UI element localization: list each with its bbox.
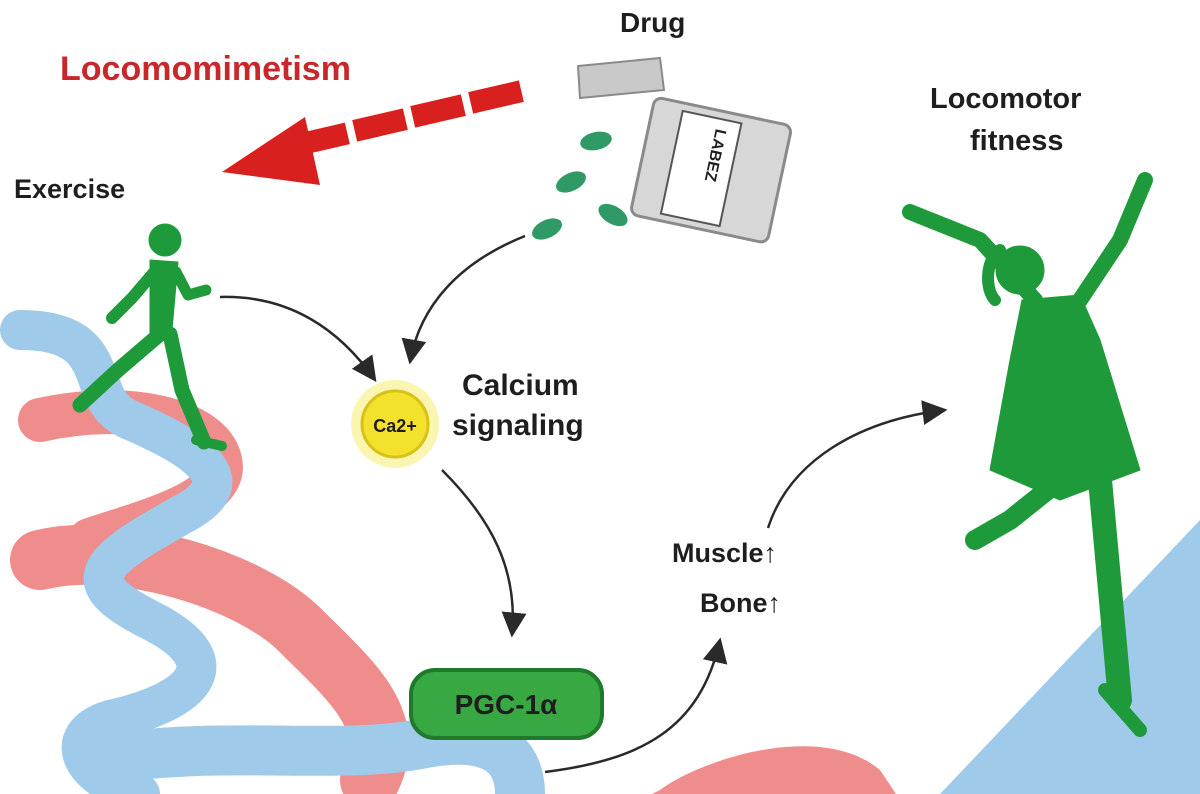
arrow-muscle-bone-to-fitness: [766, 400, 948, 529]
arrow-dash: [352, 108, 408, 142]
calcium-node: Ca2+: [351, 380, 439, 468]
arrow-pgc-to-muscle-bone: [544, 637, 728, 774]
arrow-head-red: [222, 117, 320, 185]
drug-bottle-icon: LABEZ: [630, 96, 792, 244]
locomomimetism-arrow: [222, 80, 524, 185]
arrow-dash: [410, 94, 466, 128]
runner-icon: [72, 223, 227, 451]
blue-ribbon-right: [940, 520, 1200, 794]
drug-label: Drug: [620, 7, 685, 38]
pill-icon: [556, 171, 586, 193]
pink-ribbon-right: [652, 746, 896, 794]
calcium-label-line2: signaling: [452, 409, 584, 442]
muscle-label: Muscle↑: [672, 538, 777, 568]
pill-icon: [532, 218, 562, 240]
calcium-badge-text: Ca2+: [373, 416, 417, 436]
drug-bottle-cap: [576, 56, 666, 100]
bone-label: Bone↑: [700, 588, 781, 618]
calcium-label-line1: Calcium: [462, 369, 579, 402]
arrow-drug-to-calcium: [401, 234, 526, 365]
pills: [532, 131, 628, 240]
blue-ribbon-bottom: [75, 714, 545, 794]
fitness-label-line1: Locomotor: [930, 83, 1081, 115]
arrow-dash: [468, 80, 524, 114]
pgc-label: PGC-1α: [455, 689, 558, 720]
exercise-label: Exercise: [14, 174, 125, 204]
pgc-node: PGC-1α: [409, 668, 604, 740]
pill-icon: [598, 203, 628, 227]
fitness-label-line2: fitness: [970, 125, 1063, 157]
title-locomomimetism: Locomomimetism: [60, 50, 351, 88]
jumping-person-icon: [902, 172, 1153, 737]
arrow-exercise-to-calcium: [219, 295, 377, 383]
blue-ribbon-left: [0, 310, 233, 794]
arrow-calcium-to-pgc: [441, 469, 527, 638]
pill-icon: [580, 131, 612, 151]
